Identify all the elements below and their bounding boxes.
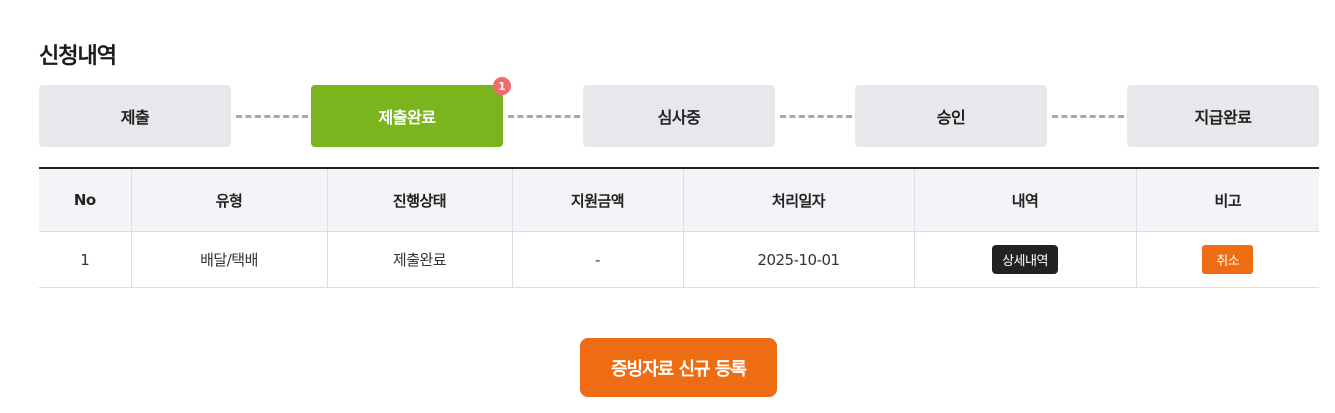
column-header-type: 유형: [131, 168, 328, 232]
column-header-note: 비고: [1136, 168, 1319, 232]
notification-badge: 1: [493, 77, 511, 95]
step-label: 제출완료: [378, 108, 436, 127]
step-reviewing: 심사중: [583, 85, 775, 147]
step-submit: 제출: [39, 85, 231, 147]
progress-steps: 제출 제출완료 1 심사중 승인 지급완료: [39, 77, 1319, 147]
cell-type: 배달/택배: [131, 231, 328, 288]
cell-detail: 상세내역: [914, 231, 1137, 288]
column-header-status: 진행상태: [327, 168, 513, 232]
step-label: 심사중: [657, 108, 701, 127]
column-header-amount: 지원금액: [512, 168, 684, 232]
detail-button[interactable]: 상세내역: [992, 245, 1058, 274]
cell-no: 1: [39, 231, 132, 288]
application-table-wrapper: No 유형 진행상태 지원금액 처리일자 내역 비고 1 배달/택배 제출완료 …: [39, 167, 1319, 288]
register-evidence-button[interactable]: 증빙자료 신규 등록: [580, 338, 777, 397]
cell-note: 취소: [1136, 231, 1319, 288]
step-connector: [236, 115, 308, 118]
cell-status: 제출완료: [327, 231, 513, 288]
step-label: 승인: [936, 108, 966, 127]
column-header-date: 처리일자: [683, 168, 915, 232]
step-paid: 지급완료: [1127, 85, 1319, 147]
column-header-detail: 내역: [914, 168, 1137, 232]
cancel-button[interactable]: 취소: [1202, 245, 1254, 274]
column-header-no: No: [39, 168, 132, 232]
application-table: No 유형 진행상태 지원금액 처리일자 내역 비고 1 배달/택배 제출완료 …: [39, 167, 1319, 288]
step-submitted: 제출완료 1: [311, 77, 511, 147]
step-label: 지급완료: [1194, 108, 1252, 127]
section-title: 신청내역: [39, 44, 117, 69]
step-approved: 승인: [855, 85, 1047, 147]
cell-amount: -: [512, 231, 684, 288]
table-row: 1 배달/택배 제출완료 - 2025-10-01 상세내역 취소: [39, 231, 1319, 288]
step-connector: [780, 115, 852, 118]
table-header-row: No 유형 진행상태 지원금액 처리일자 내역 비고: [39, 168, 1319, 232]
step-connector: [1052, 115, 1124, 118]
step-connector: [508, 115, 580, 118]
step-label: 제출: [120, 108, 150, 127]
cell-date: 2025-10-01: [683, 231, 915, 288]
